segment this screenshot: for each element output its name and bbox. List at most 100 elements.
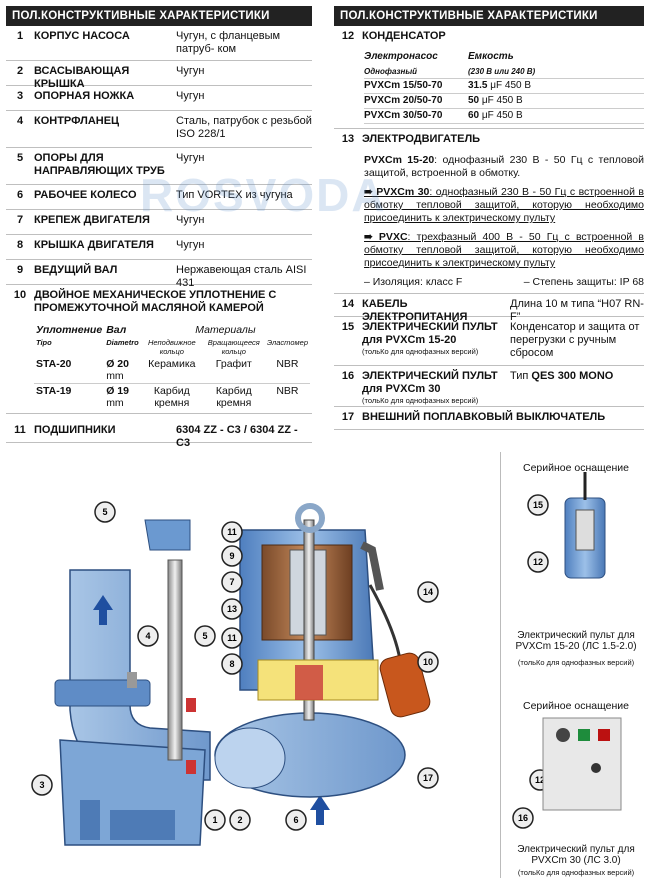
spec-row: 8 КРЫШКА ДВИГАТЕЛЯ Чугун	[6, 235, 312, 260]
row-number: 2	[16, 65, 24, 77]
svg-text:5: 5	[202, 631, 207, 641]
serial-note-2: (тольКо для однофазных версий)	[517, 868, 635, 877]
row-value: Чугун	[176, 65, 205, 77]
row-number: 6	[16, 189, 24, 201]
row-title: КОНДЕНСАТОР	[362, 30, 446, 42]
callout-17: 17	[417, 767, 439, 789]
row-value: Конденсатор и защита от перегрузки с руч…	[510, 321, 640, 359]
callout-15: 15	[527, 494, 549, 516]
voltage-header: (230 В или 240 В)	[468, 67, 536, 76]
shaft-header: Вал	[106, 324, 127, 336]
row-16: 16 ЭЛЕКТРИЧЕСКИЙ ПУЛЬТ для PVXCm 30(толь…	[334, 366, 644, 407]
row-number: 3	[16, 90, 24, 102]
row-note: (тольКо для однофазных версий)	[362, 396, 479, 405]
seal-type: STA-20	[36, 358, 72, 370]
row-number: 17	[341, 411, 355, 423]
spec-row: 1 КОРПУС НАСОСА Чугун, с фланцевым патру…	[6, 26, 312, 61]
rotating-ring-material: Графит	[215, 358, 252, 370]
spec-row: 5 ОПОРЫ ДЛЯ НАПРАВЛЯЮЩИХ ТРУБ Чугун	[6, 148, 312, 185]
spec-row: 7 КРЕПЕЖ ДВИГАТЕЛЯ Чугун	[6, 210, 312, 235]
serial-title-1: Серийное оснащение	[523, 462, 629, 474]
row-title: ОПОРНАЯ НОЖКА	[34, 90, 135, 102]
svg-text:9: 9	[229, 551, 234, 561]
row-title: ВСАСЫВАЮЩАЯ КРЫШКА	[34, 65, 130, 90]
serial-title-2: Серийное оснащение	[523, 700, 629, 712]
callout-10: 10	[417, 651, 439, 673]
row-value: Длина 10 м типа “H07 RN-F”	[510, 298, 644, 323]
unit: μF 450 В	[479, 110, 523, 121]
capacitance: 50	[468, 95, 480, 106]
elastomer-header: Эластомер	[266, 338, 308, 347]
lifting-ring	[295, 503, 325, 533]
tipo-header: Tipo	[36, 338, 52, 347]
row-value: Тип QES 300 MONO	[510, 370, 614, 382]
row-10: 10 ДВОЙНОЕ МЕХАНИЧЕСКОЕ УПЛОТНЕНИЕ С ПРО…	[6, 285, 312, 414]
rotating-ring-material: Карбид кремня	[215, 385, 252, 409]
callout-11: 11	[221, 521, 243, 543]
spec-row: 3 ОПОРНАЯ НОЖКА Чугун	[6, 86, 312, 111]
row-title: КРЕПЕЖ ДВИГАТЕЛЯ	[34, 214, 150, 226]
callout-4: 4	[137, 625, 159, 647]
row-title: ВНЕШНИЙ ПОПЛАВКОВЫЙ ВЫКЛЮЧАТЕЛЬ	[362, 411, 606, 423]
single-phase-header: Однофазный	[364, 67, 418, 76]
row-title: ЭЛЕКТРИЧЕСКИЙ ПУЛЬТ для PVXCm 15-20	[362, 321, 498, 346]
fixed-ring-material: Карбид кремня	[153, 385, 190, 409]
svg-text:12: 12	[535, 775, 545, 785]
row-11: 11 ПОДШИПНИКИ 6304 ZZ - C3 / 6304 ZZ - C…	[6, 420, 312, 449]
serial-caption-1: Электрический пульт для PVXCm 15-20 (ЛС …	[515, 630, 637, 652]
row-number: 14	[341, 298, 355, 310]
power-cable	[360, 541, 384, 591]
flow-arrow-up	[93, 595, 113, 625]
serial-note-1: (тольКо для однофазных версий)	[517, 658, 635, 667]
elastomer-material: NBR	[276, 358, 299, 370]
row-number: 4	[16, 115, 24, 127]
serial-caption-2: Электрический пульт для PVXCm 30 (ЛС 3.0…	[517, 844, 635, 866]
pump-model: PVXCm 15/50-70	[364, 80, 443, 91]
materials-header: Материалы	[195, 324, 256, 336]
row-value: Нержавеющая сталь AISI 431	[176, 264, 307, 289]
svg-text:13: 13	[227, 604, 237, 614]
motor-desc-1: PVXCm 15-20: однофазный 230 В - 50 Гц с …	[364, 154, 644, 179]
spec-row: 6 РАБОЧЕЕ КОЛЕСО Тип VORTEX из чугуна	[6, 185, 312, 210]
svg-text:10: 10	[423, 657, 433, 667]
capacitance: 31.5	[468, 80, 488, 91]
callout-16: 16	[512, 807, 534, 829]
row-title: КОРПУС НАСОСА	[34, 30, 130, 42]
row-title: ДВОЙНОЕ МЕХАНИЧЕСКОЕ УПЛОТНЕНИЕ С ПРОМЕЖ…	[34, 289, 277, 314]
svg-text:12: 12	[533, 557, 543, 567]
fixed-ring-header: Неподвижное кольцо	[147, 338, 196, 356]
unit: mm	[106, 397, 124, 409]
svg-text:14: 14	[423, 587, 433, 597]
callout-14: 14	[417, 581, 439, 603]
row-number: 7	[16, 214, 24, 226]
rail-bracket	[144, 519, 191, 551]
row-number: 8	[16, 239, 24, 251]
seal-header: Уплотнение	[36, 324, 103, 336]
callout-7: 7	[221, 571, 243, 593]
serial-equipment-panel: Серийное оснащение Электрический пульт д…	[500, 452, 649, 878]
callout-5: 5	[94, 501, 116, 523]
row-value: Чугун	[176, 214, 205, 226]
seal-row: STA-20 Ø 20 mm Керамика Графит NBR	[34, 357, 310, 384]
pump-model: PVXCm 30/50-70	[364, 110, 443, 121]
row-value: 6304 ZZ - C3 / 6304 ZZ - C3	[176, 424, 298, 449]
svg-text:15: 15	[533, 500, 543, 510]
svg-text:3: 3	[39, 780, 44, 790]
protection-degree: – Степень защиты: IP 68	[523, 276, 644, 288]
capacitor-row: PVXCm 15/50-70 31.5 μF 450 В	[364, 79, 644, 94]
shaft	[303, 519, 315, 721]
row-number: 13	[341, 133, 355, 145]
row-number: 15	[341, 321, 355, 333]
insulation-class: – Изоляция: класс F	[364, 276, 463, 288]
capacitor-row: PVXCm 20/50-70 50 μF 450 В	[364, 94, 644, 109]
diametro-header: Diametro	[106, 338, 139, 347]
row-number: 9	[16, 264, 24, 276]
capacity-header: Емкость	[468, 51, 514, 62]
spec-row: 4 КОНТРФЛАНЕЦ Сталь, патрубок с резьбой …	[6, 111, 312, 148]
row-13: 13 ЭЛЕКТРОДВИГАТЕЛЬ PVXCm 15-20: однофаз…	[334, 129, 644, 294]
svg-text:6: 6	[293, 815, 298, 825]
spec-row: 9 ВЕДУЩИЙ ВАЛ Нержавеющая сталь AISI 431	[6, 260, 312, 289]
row-title: ОПОРЫ ДЛЯ НАПРАВЛЯЮЩИХ ТРУБ	[34, 152, 165, 177]
svg-text:2: 2	[237, 815, 242, 825]
